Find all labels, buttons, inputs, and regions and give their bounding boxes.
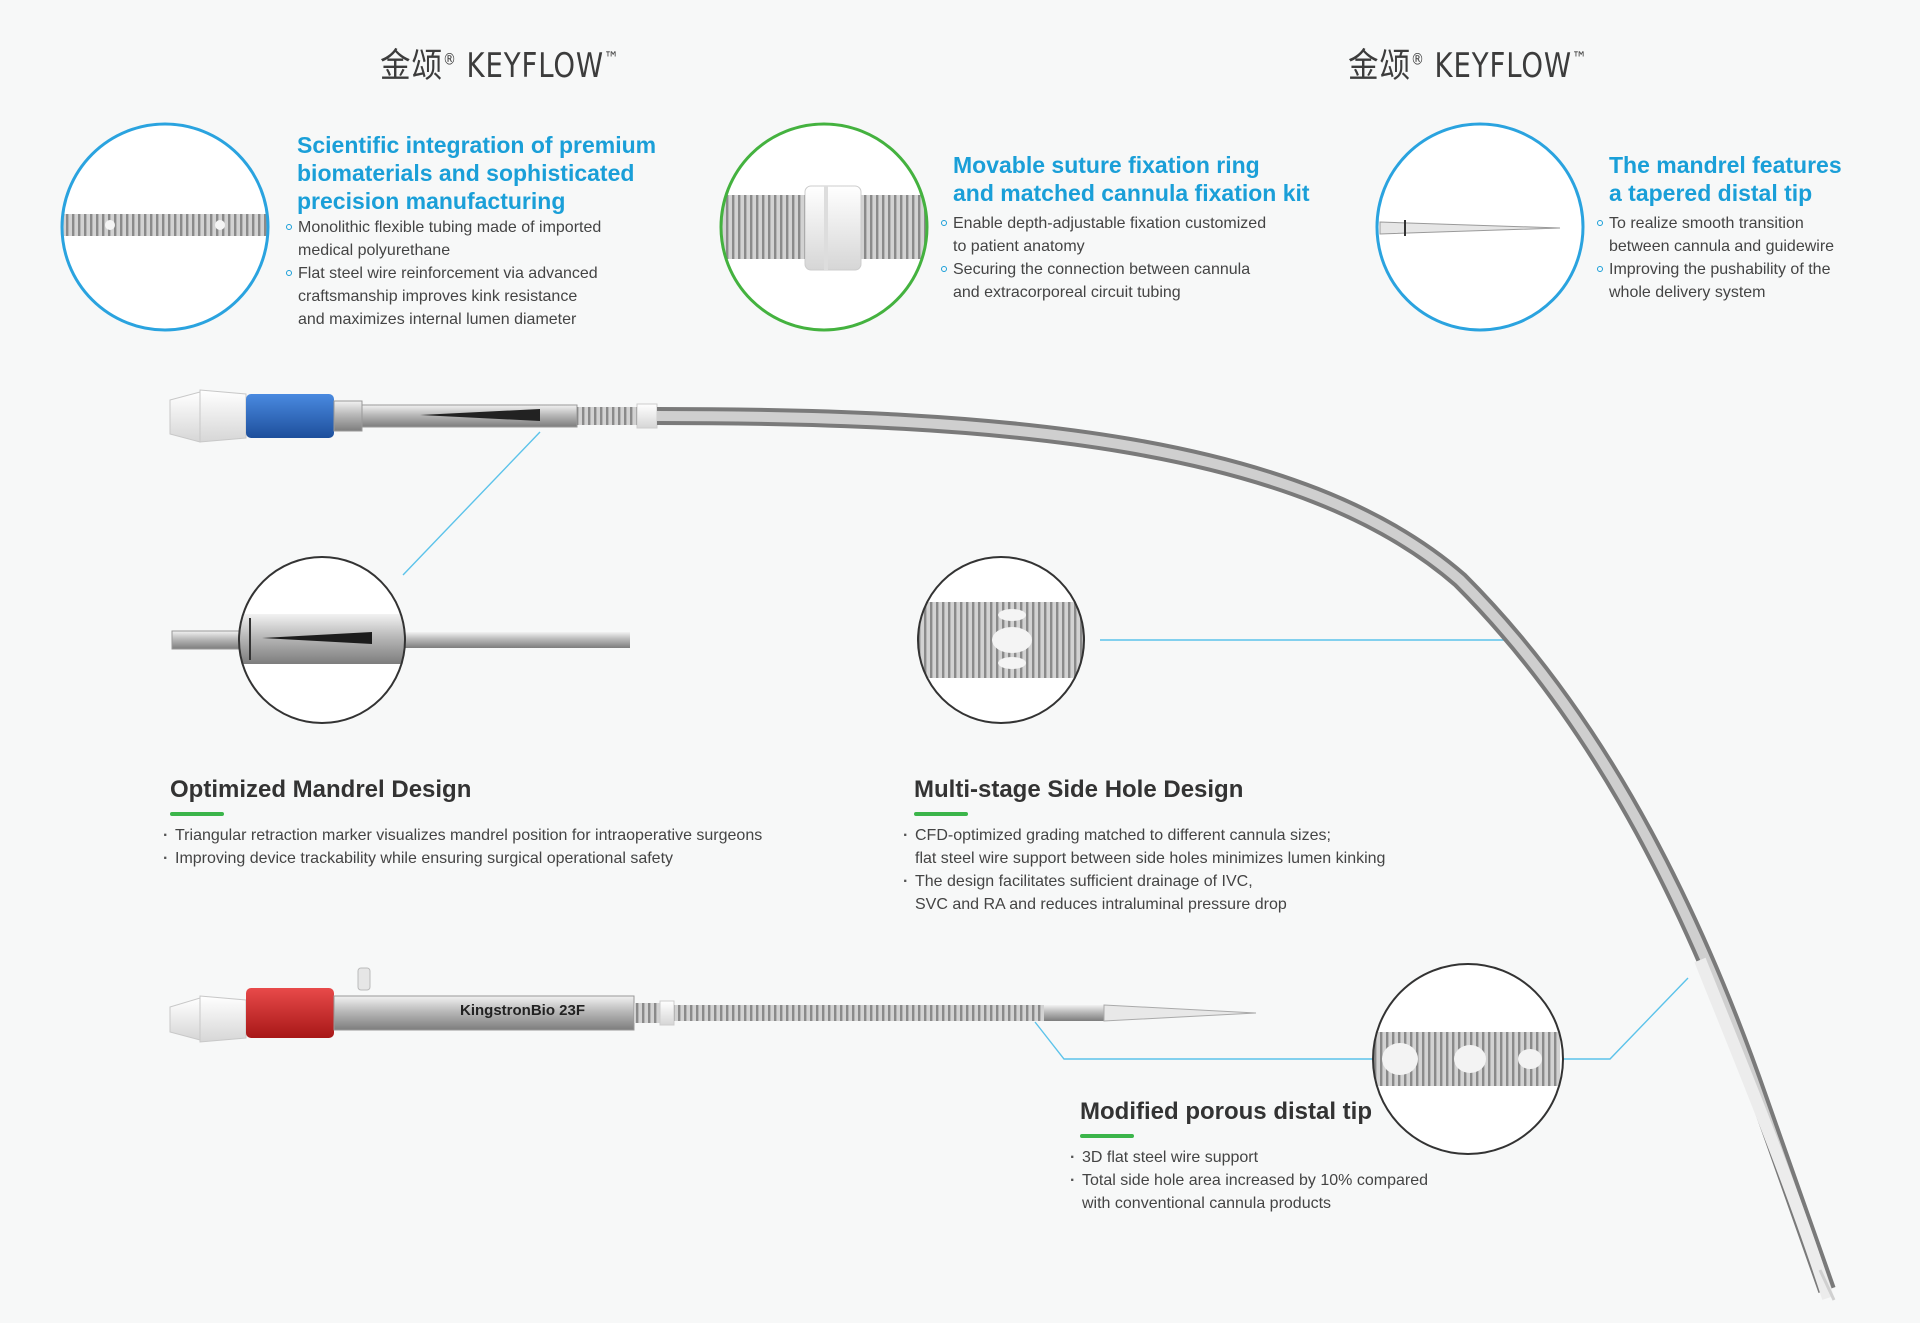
- feature-2-bullets: Enable depth-adjustable fixation customi…: [941, 212, 1321, 304]
- feature-1-bullets: Monolithic flexible tubing made of impor…: [286, 216, 646, 331]
- product-label: KingstronBio 23F: [460, 1002, 586, 1019]
- distal-tip-detail: [1372, 963, 1564, 1155]
- distal-tip-title-underline: [1080, 1134, 1134, 1138]
- brand-logo-left: 金颂® KEYFLOW™: [380, 38, 620, 87]
- bullet: Enable depth-adjustable fixation customi…: [941, 212, 1321, 258]
- detail-circle-fixation-ring: [719, 122, 929, 332]
- bullet: CFD-optimized grading matched to differe…: [903, 824, 1463, 870]
- mandrel-title-underline: [170, 812, 224, 816]
- bullet: Triangular retraction marker visualizes …: [163, 824, 863, 847]
- mandrel-section-title: Optimized Mandrel Design: [170, 776, 472, 803]
- registered-mark: ®: [1411, 49, 1425, 69]
- side-hole-bullets: CFD-optimized grading matched to differe…: [903, 824, 1463, 916]
- feature-1-title: Scientific integration of premium biomat…: [297, 132, 657, 214]
- bullet: Total side hole area increased by 10% co…: [1070, 1169, 1470, 1215]
- bullet: Flat steel wire reinforcement via advanc…: [286, 262, 646, 331]
- brand-cn: 金颂: [380, 46, 443, 86]
- bullet: Improving device trackability while ensu…: [163, 847, 863, 870]
- brand-name: KEYFLOW: [466, 46, 605, 86]
- trademark-mark: ™: [604, 48, 620, 70]
- feature-3-bullets: To realize smooth transition between can…: [1597, 212, 1897, 304]
- bullet: To realize smooth transition between can…: [1597, 212, 1897, 258]
- registered-mark: ®: [443, 49, 457, 69]
- distal-tip-section-title: Modified porous distal tip: [1080, 1098, 1372, 1125]
- mandrel-detail: [171, 556, 630, 724]
- mandrel-bullets: Triangular retraction marker visualizes …: [163, 824, 863, 870]
- leader-lines: [402, 431, 1689, 1060]
- side-hole-title-underline: [914, 812, 968, 816]
- cannula-blue-connector: [169, 389, 1836, 1301]
- distal-tip-bullets: 3D flat steel wire support Total side ho…: [1070, 1146, 1470, 1215]
- brand-cn: 金颂: [1348, 46, 1411, 86]
- bullet: 3D flat steel wire support: [1070, 1146, 1470, 1169]
- brand-name: KEYFLOW: [1434, 46, 1573, 86]
- bullet: Securing the connection between cannula …: [941, 258, 1321, 304]
- detail-circle-tubing: [60, 122, 270, 332]
- bullet: Improving the pushability of the whole d…: [1597, 258, 1897, 304]
- trademark-mark: ™: [1572, 48, 1588, 70]
- side-hole-section-title: Multi-stage Side Hole Design: [914, 776, 1244, 803]
- cannula-red-connector: [169, 967, 1257, 1043]
- detail-circle-tapered-tip: [1375, 122, 1585, 332]
- feature-2-title: Movable suture fixation ring and matched…: [953, 152, 1310, 206]
- brand-logo-right: 金颂® KEYFLOW™: [1348, 38, 1588, 87]
- side-hole-detail: [917, 556, 1085, 724]
- feature-3-title: The mandrel features a tapered distal ti…: [1609, 152, 1842, 206]
- bullet: The design facilitates sufficient draina…: [903, 870, 1463, 916]
- bullet: Monolithic flexible tubing made of impor…: [286, 216, 646, 262]
